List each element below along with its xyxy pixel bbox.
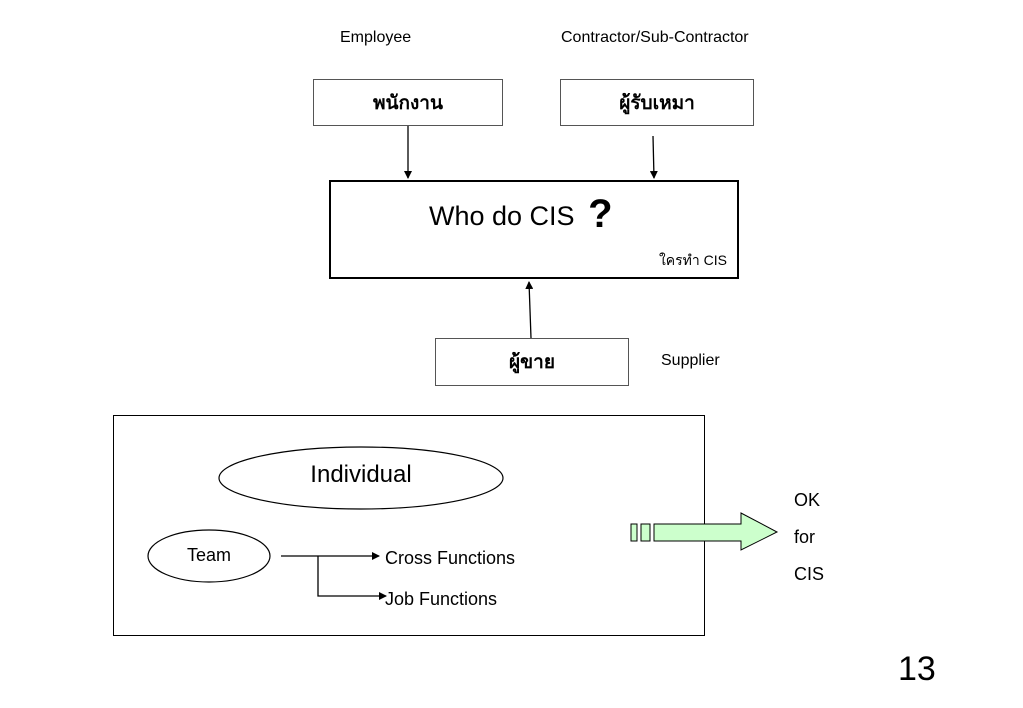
team-oval [147, 529, 271, 583]
supplier-box: ผู้ขาย [435, 338, 629, 386]
contractor-label: Contractor/Sub-Contractor [561, 29, 749, 46]
main-subtitle: ใครทำ CIS [658, 252, 727, 268]
contractor-arrow [649, 135, 658, 179]
team-to-job-arrow [317, 556, 387, 600]
employee-label: Employee [340, 29, 412, 46]
who-do-cis-box: Who do CIS ? ใครทำ CIS [329, 180, 739, 279]
main-title-text: Who do CIS [429, 201, 575, 231]
result-ok: OK [794, 490, 821, 510]
individual-label: Individual [310, 461, 412, 488]
team-label: Team [186, 545, 231, 565]
question-mark: ? [588, 192, 613, 236]
individual-oval [218, 446, 504, 510]
ok-block-arrow [630, 512, 779, 551]
result-for: for [794, 527, 816, 547]
supplier-arrow [525, 281, 534, 339]
result-cis: CIS [794, 564, 825, 584]
page-number: 13 [898, 650, 936, 688]
employee-box-label: พนักงาน [373, 91, 443, 114]
job-functions-label: Job Functions [385, 589, 498, 609]
employee-box: พนักงาน [313, 79, 503, 126]
main-title: Who do CIS ? [429, 192, 613, 237]
contractor-box: ผู้รับเหมา [560, 79, 754, 126]
contractor-box-label: ผู้รับเหมา [619, 91, 695, 114]
supplier-box-label: ผู้ขาย [509, 351, 555, 373]
supplier-label: Supplier [661, 352, 720, 369]
cross-functions-label: Cross Functions [385, 548, 516, 568]
